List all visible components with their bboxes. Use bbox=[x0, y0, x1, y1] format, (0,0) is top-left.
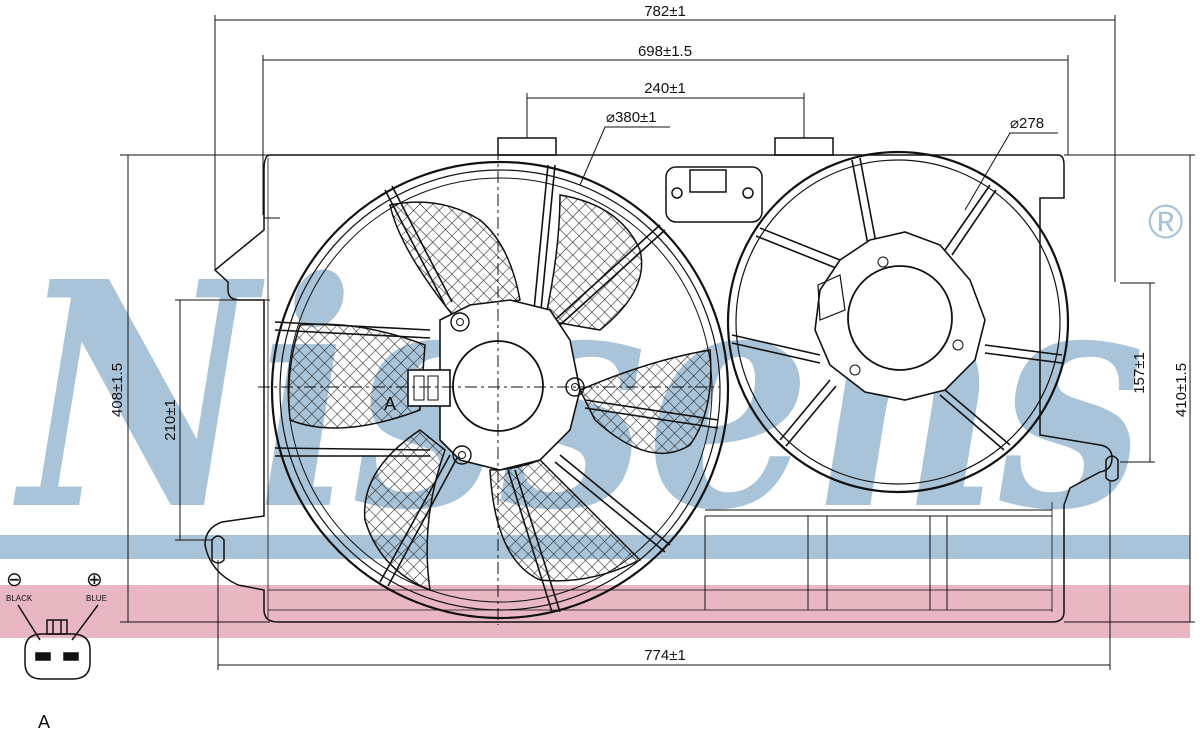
dim-right-mount-height: 157±1 bbox=[1131, 352, 1148, 394]
dimension-lines bbox=[120, 15, 1195, 670]
negative-wire-label: BLACK bbox=[6, 594, 33, 603]
positive-wire-label: BLUE bbox=[86, 594, 107, 603]
negative-symbol: ⊖ bbox=[6, 569, 23, 591]
dim-overall-width: 782±1 bbox=[644, 3, 686, 20]
dim-bottom-width: 774±1 bbox=[644, 647, 686, 664]
small-fan bbox=[726, 150, 1070, 494]
large-fan bbox=[270, 160, 730, 620]
positive-symbol: ⊕ bbox=[86, 569, 103, 591]
dim-left-mount-height: 210±1 bbox=[162, 399, 179, 441]
dim-right-height: 410±1.5 bbox=[1173, 363, 1190, 417]
shroud bbox=[204, 137, 1119, 623]
dim-bracket-spacing: 240±1 bbox=[644, 80, 686, 97]
section-mark: A bbox=[384, 394, 396, 414]
connector-plug bbox=[17, 604, 99, 680]
connector-detail: ⊖ ⊕ BLACK BLUE A bbox=[6, 569, 107, 732]
dim-overall-height: 408±1.5 bbox=[109, 363, 126, 417]
detail-mark: A bbox=[38, 712, 50, 732]
watermark-stripe-red bbox=[0, 585, 1190, 638]
dim-large-fan-diameter: ⌀380±1 bbox=[606, 109, 657, 126]
dim-small-fan-diameter: ⌀278 bbox=[1010, 115, 1044, 132]
watermark-registered-mark: ® bbox=[1148, 196, 1183, 249]
dimension-labels: 782±1 698±1.5 240±1 ⌀380±1 ⌀278 408±1.5 … bbox=[109, 3, 1190, 664]
dim-mount-spacing: 698±1.5 bbox=[638, 43, 692, 60]
large-fan-blades bbox=[288, 194, 712, 592]
